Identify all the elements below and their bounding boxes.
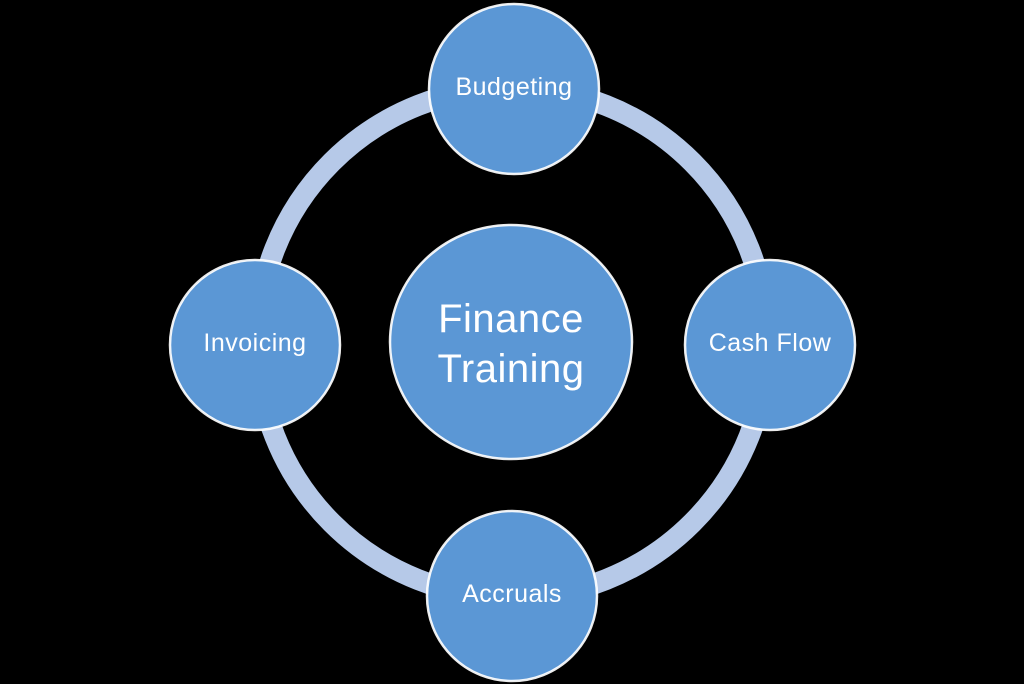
node-center: Finance Training: [388, 223, 634, 461]
node-accruals: Accruals: [425, 509, 599, 683]
budgeting-label: Budgeting: [455, 73, 572, 101]
budgeting-circle: [427, 2, 601, 176]
cash-flow-label: Cash Flow: [709, 329, 832, 357]
finance-training-circle: [388, 223, 634, 461]
node-cash-flow: Cash Flow: [683, 258, 857, 432]
invoicing-label: Invoicing: [203, 329, 306, 357]
accruals-label: Accruals: [462, 580, 562, 608]
finance-training-label-line2: Training: [437, 347, 584, 391]
cash-flow-circle: [683, 258, 857, 432]
finance-training-label-line1: Finance: [438, 297, 584, 341]
accruals-circle: [425, 509, 599, 683]
node-budgeting: Budgeting: [427, 2, 601, 176]
node-invoicing: Invoicing: [168, 258, 342, 432]
invoicing-circle: [168, 258, 342, 432]
